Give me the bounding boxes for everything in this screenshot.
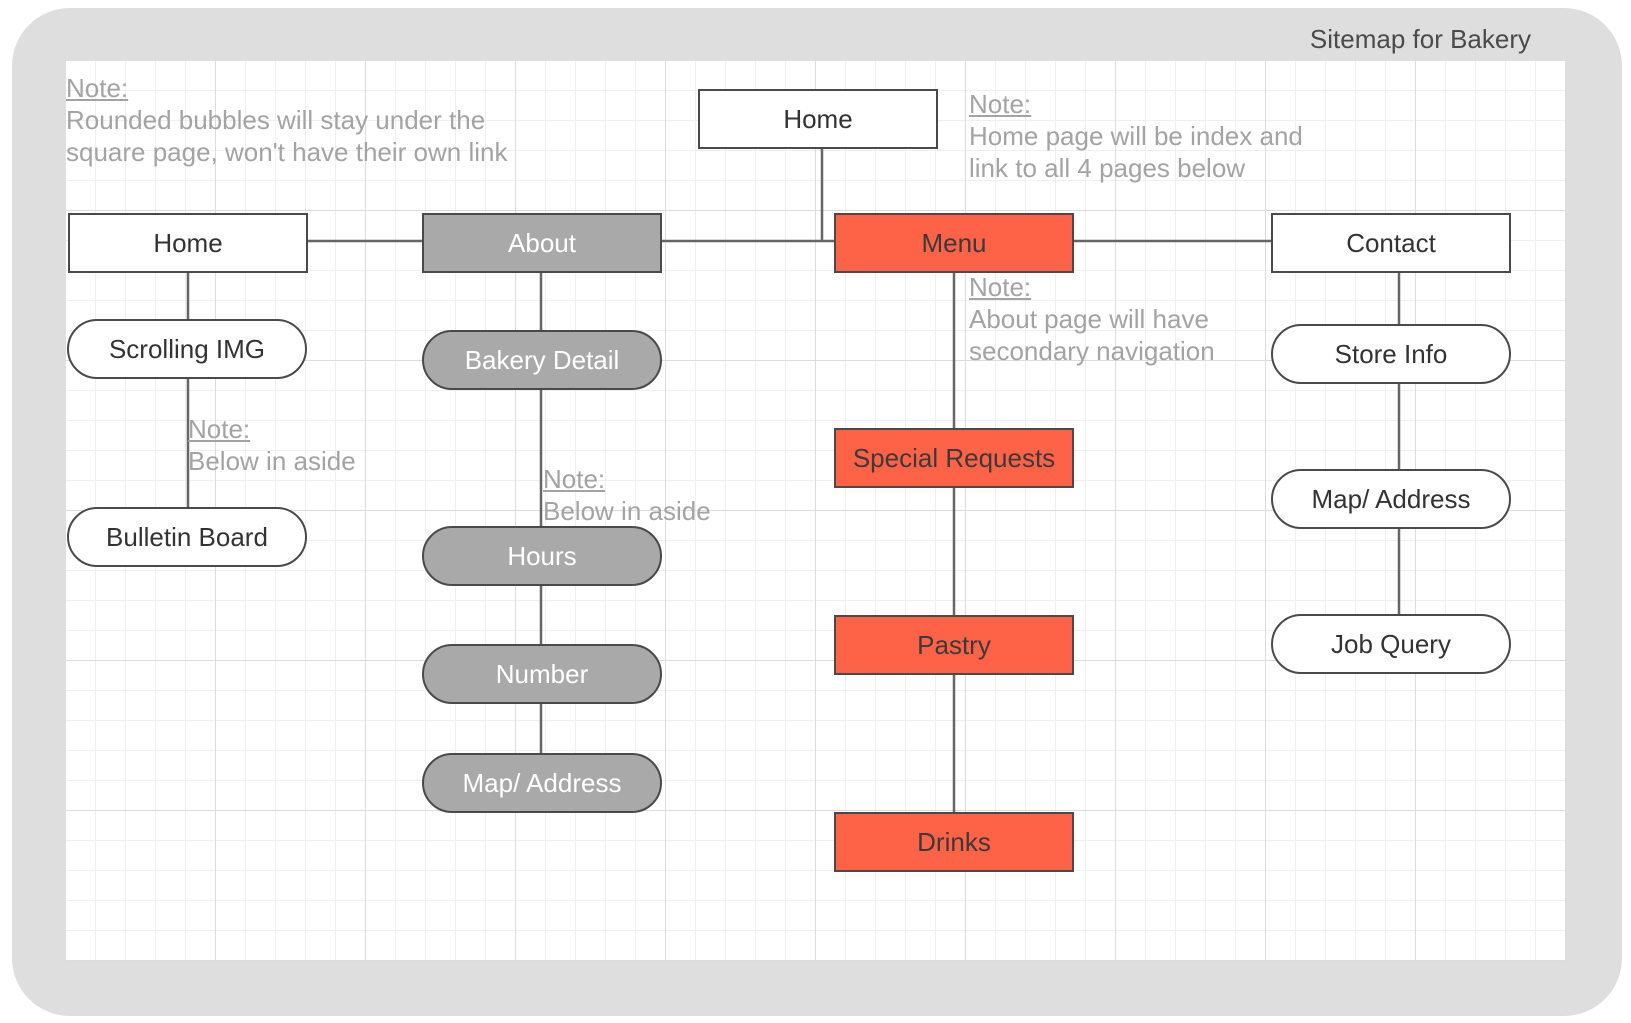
note-line: Below in aside [188,446,356,476]
note-home: Note: Home page will be index and link t… [969,88,1303,184]
node-bulletin-board: Bulletin Board [67,507,307,567]
note-about: Note: About page will have secondary nav… [969,271,1215,367]
note-heading: Note: [66,73,129,103]
node-bakery-detail: Bakery Detail [422,330,662,390]
note-line: About page will have [969,304,1209,334]
node-contact: Contact [1271,213,1511,273]
node-job-query: Job Query [1271,614,1511,674]
note-line: link to all 4 pages below [969,153,1246,183]
node-home-root: Home [698,89,938,149]
note-heading: Note: [543,464,606,494]
note-line: Home page will be index and [969,121,1303,151]
note-line: Below in aside [543,496,711,526]
note-heading: Note: [969,272,1032,302]
note-heading: Note: [969,89,1032,119]
node-special-requests: Special Requests [834,428,1074,488]
diagram-title: Sitemap for Bakery [1309,24,1531,54]
node-about: About [422,213,662,273]
node-store-info: Store Info [1271,324,1511,384]
node-hours: Hours [422,526,662,586]
note-line: secondary navigation [969,336,1215,366]
node-menu: Menu [834,213,1074,273]
note-bubbles: Note: Rounded bubbles will stay under th… [66,72,507,168]
note-about-aside: Note: Below in aside [543,463,711,527]
node-number: Number [422,644,662,704]
note-line: square page, won't have their own link [66,137,508,167]
node-contact-map-address: Map/ Address [1271,469,1511,529]
node-scrolling-img: Scrolling IMG [67,319,307,379]
note-line: Rounded bubbles will stay under the [66,105,486,135]
node-home: Home [68,213,308,273]
node-drinks: Drinks [834,812,1074,872]
node-about-map-address: Map/ Address [422,753,662,813]
node-pastry: Pastry [834,615,1074,675]
note-home-aside: Note: Below in aside [188,413,356,477]
note-heading: Note: [188,414,251,444]
